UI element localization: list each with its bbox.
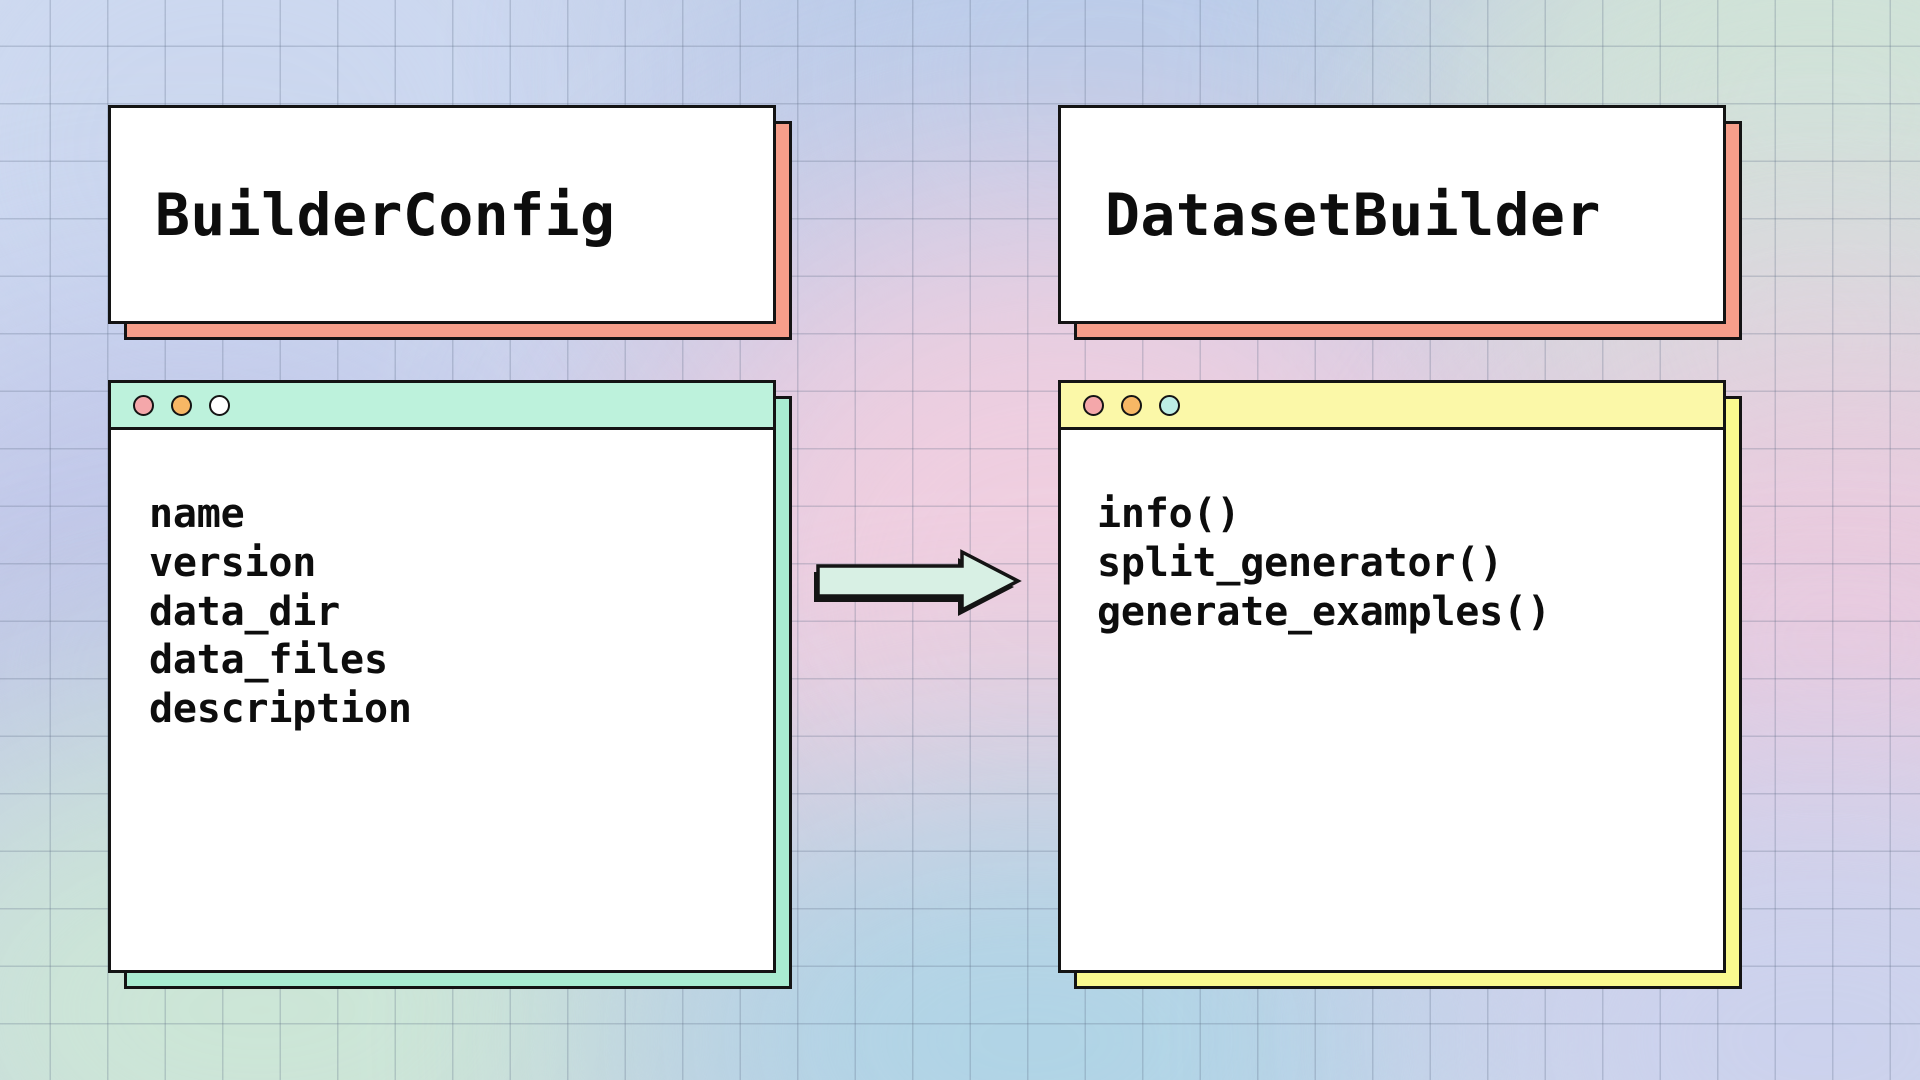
builder-config-member-list: name version data_dir data_files descrip… (149, 490, 773, 734)
dataset-builder-window[interactable]: info() split_generator() generate_exampl… (1058, 380, 1726, 973)
builder-config-titlebar (111, 383, 773, 430)
list-item: generate_examples() (1097, 588, 1551, 635)
maximize-dot[interactable] (1159, 394, 1180, 416)
close-dot[interactable] (133, 394, 154, 416)
list-item: info() (1097, 491, 1241, 537)
list-item: name (149, 491, 245, 537)
dataset-builder-titlebar (1061, 383, 1723, 430)
dataset-builder-title: DatasetBuilder (1105, 180, 1601, 249)
dataset-builder-member-list: info() split_generator() generate_exampl… (1097, 490, 1723, 636)
builder-config-title: BuilderConfig (155, 180, 616, 249)
flow-arrow-icon (814, 549, 1022, 616)
list-item: description (149, 686, 412, 733)
builder-config-title-card[interactable]: BuilderConfig (108, 105, 776, 324)
builder-config-body: name version data_dir data_files descrip… (111, 430, 773, 970)
maximize-dot[interactable] (209, 394, 230, 416)
dataset-builder-title-card[interactable]: DatasetBuilder (1058, 105, 1726, 324)
list-item: version (149, 539, 317, 586)
dataset-builder-body: info() split_generator() generate_exampl… (1061, 430, 1723, 970)
builder-config-window[interactable]: name version data_dir data_files descrip… (108, 380, 776, 973)
minimize-dot[interactable] (1121, 394, 1142, 416)
list-item: data_files (149, 637, 388, 684)
minimize-dot[interactable] (171, 394, 192, 416)
flow-arrow-body (816, 549, 1022, 613)
list-item: split_generator() (1097, 539, 1503, 586)
close-dot[interactable] (1083, 394, 1104, 416)
list-item: data_dir (149, 588, 341, 635)
flow-arrow (812, 548, 1032, 618)
